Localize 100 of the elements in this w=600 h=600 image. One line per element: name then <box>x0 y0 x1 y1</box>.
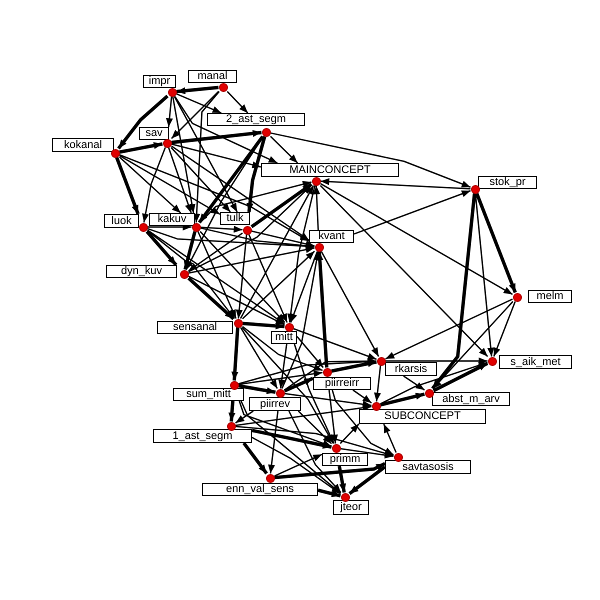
arrow <box>252 436 341 494</box>
node-label: manal <box>188 70 237 83</box>
arrow <box>228 400 236 422</box>
arrow <box>236 234 248 319</box>
node-label: kvant <box>309 230 354 243</box>
arrow <box>170 147 231 212</box>
arrow <box>274 454 322 477</box>
node-label: stok_pr <box>478 176 537 189</box>
arrow <box>198 136 264 224</box>
arrow <box>380 392 425 407</box>
arrow <box>290 251 318 323</box>
arrow <box>188 246 315 274</box>
arrow <box>200 231 286 323</box>
node-label: piirreirr <box>313 377 371 390</box>
node-label: sensanal <box>157 321 233 334</box>
arrow <box>197 231 237 319</box>
arrow <box>238 358 377 384</box>
arrow <box>238 384 276 394</box>
arrow <box>250 182 312 228</box>
arrow <box>340 448 394 459</box>
arrow <box>119 142 163 154</box>
arrow <box>348 465 386 495</box>
arrow <box>171 130 262 144</box>
node-label: primm <box>322 453 368 466</box>
node-label: melm <box>528 290 572 303</box>
arrow <box>147 228 315 250</box>
node-label: sum_mitt <box>173 388 244 401</box>
arrow <box>171 91 219 139</box>
arrow <box>320 178 471 190</box>
arrow <box>352 389 372 404</box>
arrow <box>240 327 278 389</box>
arrow <box>432 301 514 389</box>
arrow <box>320 183 513 295</box>
arrow <box>374 365 382 402</box>
arrow <box>240 400 341 494</box>
arrow <box>270 136 298 164</box>
arrow <box>148 224 192 230</box>
arrow <box>200 180 312 223</box>
arrow <box>251 230 315 248</box>
node-label: abst_m_arv <box>432 392 510 406</box>
arrow <box>284 392 372 408</box>
arrow <box>242 250 315 320</box>
arrow <box>235 404 372 426</box>
node-label: jteor <box>333 500 369 515</box>
arrow <box>171 146 310 241</box>
node-label: mitt <box>271 331 297 344</box>
arrow <box>386 358 488 364</box>
arrow <box>176 93 222 114</box>
node-label: kokanal <box>52 138 114 152</box>
arrow <box>332 390 394 456</box>
arrow <box>474 193 494 357</box>
arrow <box>383 424 397 453</box>
arrow <box>313 185 320 230</box>
arrow <box>248 234 288 323</box>
arrow <box>242 327 334 444</box>
arrow <box>288 410 342 493</box>
arrow <box>340 423 360 444</box>
arrow <box>242 442 268 475</box>
arrow <box>183 231 197 270</box>
arrow <box>294 344 335 444</box>
arrow <box>235 410 254 424</box>
arrow <box>235 426 394 457</box>
arrow <box>172 96 196 214</box>
node-label: s_aik_met <box>499 355 572 369</box>
arrow <box>320 251 380 357</box>
arrow <box>119 156 182 214</box>
arrow <box>171 143 262 168</box>
arrow <box>200 226 243 233</box>
arrow <box>281 251 320 389</box>
node-label: dyn_kuv <box>106 265 177 278</box>
arrow <box>293 328 377 360</box>
arrow <box>298 410 332 444</box>
node-label: impr <box>143 75 176 88</box>
node-label: luok <box>104 214 139 228</box>
node-label: MAINCONCEPT <box>261 163 399 177</box>
arrow <box>176 86 219 94</box>
arrow <box>431 193 476 390</box>
arrow <box>168 147 192 214</box>
arrow <box>296 336 324 368</box>
node-label: rkarsis <box>385 362 437 376</box>
node-label: SUBCONCEPT <box>359 409 486 424</box>
arrow <box>188 184 312 272</box>
arrow <box>147 230 236 319</box>
arrow <box>115 156 140 215</box>
arrow <box>119 154 310 242</box>
arrow <box>117 94 169 150</box>
arrow <box>188 276 285 326</box>
arrow <box>242 322 285 330</box>
arrow <box>331 360 377 373</box>
arrow <box>380 362 488 404</box>
arrow <box>193 91 220 223</box>
arrow <box>274 462 386 480</box>
node-label: 1_ast_segm <box>153 429 252 443</box>
arrow <box>166 96 173 128</box>
arrow <box>252 428 332 449</box>
node-label: piirrev <box>249 397 301 411</box>
node-label: 2_ast_segm <box>207 113 305 126</box>
arrow <box>320 185 488 357</box>
arrow <box>385 298 513 360</box>
arrow <box>240 185 314 319</box>
